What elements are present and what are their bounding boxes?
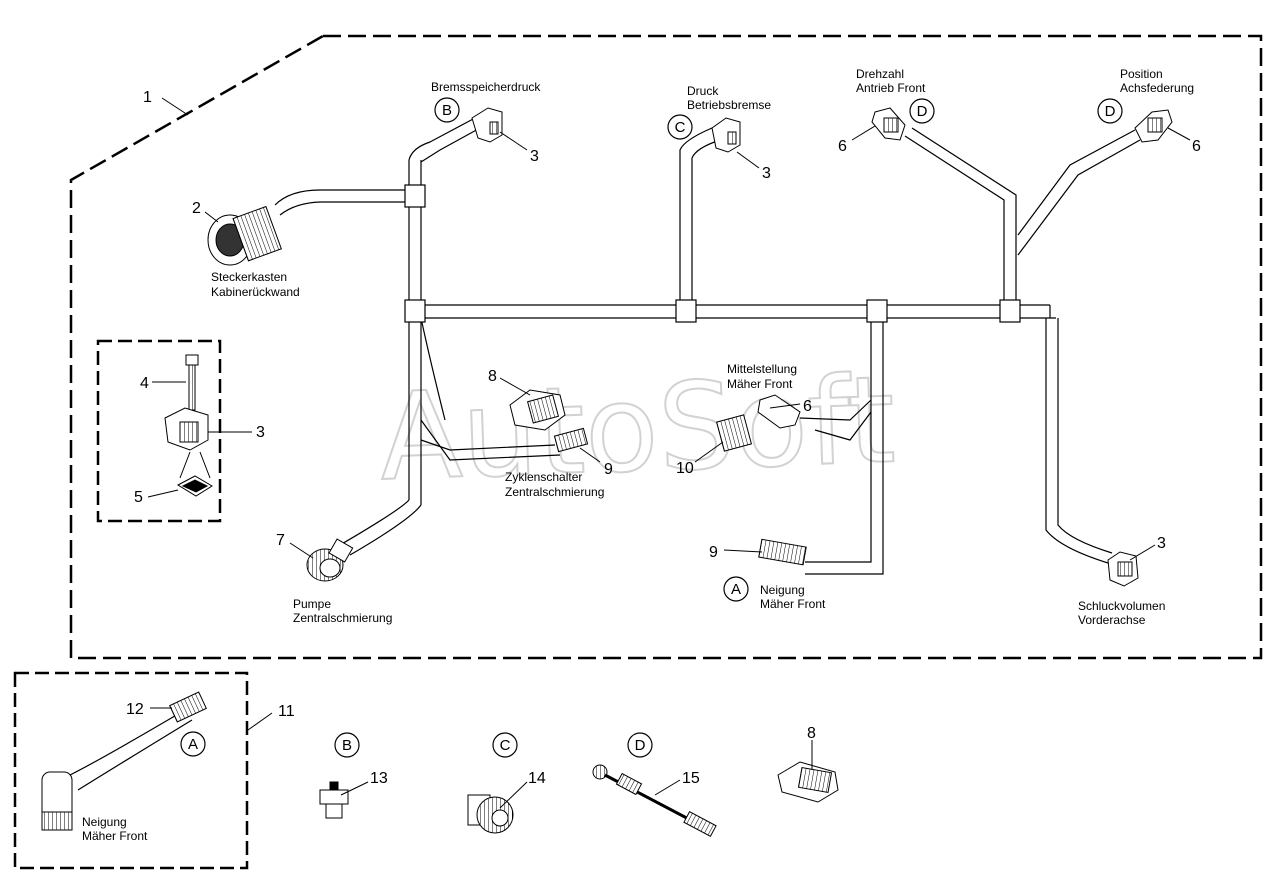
connector-8 [509,389,566,431]
callout-9-neigung: 9 [709,544,718,561]
connector-steckerkasten [207,205,282,266]
ref-b-loose: B [342,737,352,754]
label-maeher-front-neigung: Mäher Front [760,597,826,611]
ref-b: B [442,102,452,119]
assembly-boundary [69,34,1263,660]
label-betriebsbremse: Betriebsbremse [687,98,771,112]
connector-zyklenschalter [553,427,589,453]
label-pumpe: Pumpe [293,597,331,611]
ref-b-circle [434,97,460,123]
label-vorderachse: Vorderachse [1078,613,1146,627]
label-bremsspeicherdruck: Bremsspeicherdruck [431,80,541,94]
sensor-cable-kit-boundary [13,671,249,870]
ref-a-circle-kit [180,731,206,757]
harness-trunks [274,117,1141,575]
ref-d-circle-left [909,98,935,124]
part-14 [467,794,514,834]
ref-c-circle [667,114,693,140]
ref-b-circle-loose [334,732,360,758]
leader-lines [147,125,1191,809]
label-drehzahl: Drehzahl [856,67,904,81]
part-15 [592,764,717,838]
connector-position-achsfederung [1134,109,1173,143]
ref-c-loose: C [500,737,511,754]
callout-3-schluck: 3 [1157,535,1166,552]
label-neigung: Neigung [760,583,805,597]
ref-d-circle-loose [627,732,653,758]
label-zentralschmierung-zyklen: Zentralschmierung [505,485,604,499]
ref-d-loose: D [635,737,646,754]
ref-a-kit: A [188,736,198,753]
callout-3-c: 3 [762,165,771,182]
watermark: AutoSoft [377,351,897,508]
label-zyklenschalter: Zyklenschalter [505,470,582,484]
component-labels: Bremsspeicherdruck Druck Betriebsbremse … [82,67,1194,843]
callout-10: 10 [676,460,694,477]
sensor-cable-kit-parts [41,691,207,831]
callout-12: 12 [126,701,144,718]
connector-betriebsbremse [711,117,741,153]
fastener-kit-boundary [96,339,222,523]
callout-6-left: 6 [838,138,847,155]
callout-3-kit: 3 [256,424,265,441]
ref-a-circle [723,576,749,602]
label-antrieb-front: Antrieb Front [856,81,926,95]
label-zentralschmierung-pumpe: Zentralschmierung [293,611,392,625]
label-druck: Druck [687,84,719,98]
connector-bremsspeicherdruck [471,107,503,143]
label-maeher-front-mittel: Mäher Front [727,377,793,391]
connector-neigung [758,538,807,566]
connector-pumpe [306,538,354,582]
callout-5: 5 [134,489,143,506]
label-achsfederung: Achsfederung [1120,81,1194,95]
ref-d-circle-right [1097,98,1123,124]
fastener-kit-parts [164,354,213,497]
leader-1 [161,97,189,116]
callout-14: 14 [528,770,546,787]
ref-c-circle-loose [492,732,518,758]
ref-c: C [675,119,686,136]
callout-7: 7 [276,532,285,549]
connector-drehzahl-antrieb [871,107,906,141]
callout-8-loose: 8 [807,725,816,742]
ref-d-right: D [1105,103,1116,120]
ref-d-left: D [917,103,928,120]
callout-2: 2 [192,200,201,217]
label-mittelstellung: Mittelstellung [727,362,797,376]
label-schluckvolumen: Schluckvolumen [1078,599,1165,613]
callout-9-zyklen: 9 [604,461,613,478]
label-kabinerueckwand: Kabinerückwand [211,285,300,299]
ref-letters: B C D D A A B C D [188,102,1116,754]
callout-4: 4 [140,375,149,392]
label-steckerkasten: Steckerkasten [211,270,287,284]
callout-3-b: 3 [530,148,539,165]
callout-1: 1 [143,89,152,106]
callout-11: 11 [278,703,295,720]
connector-schluckvolumen [1107,551,1139,587]
callout-6-right: 6 [1192,138,1201,155]
label-maeher-front-kit: Mäher Front [82,829,148,843]
ref-circles [180,97,1123,758]
callout-8: 8 [488,368,497,385]
label-neigung-kit: Neigung [82,815,127,829]
callout-15: 15 [682,770,700,787]
connector-mittelstellung [715,394,801,452]
part-8-loose [777,761,839,803]
part-13 [319,781,349,819]
callout-13: 13 [370,770,388,787]
ref-a: A [731,581,741,598]
label-position: Position [1120,67,1163,81]
callout-numbers: 1 2 3 3 6 6 4 3 5 7 8 9 10 6 9 3 12 11 1… [126,89,1201,787]
callout-6-mittel: 6 [803,398,812,415]
